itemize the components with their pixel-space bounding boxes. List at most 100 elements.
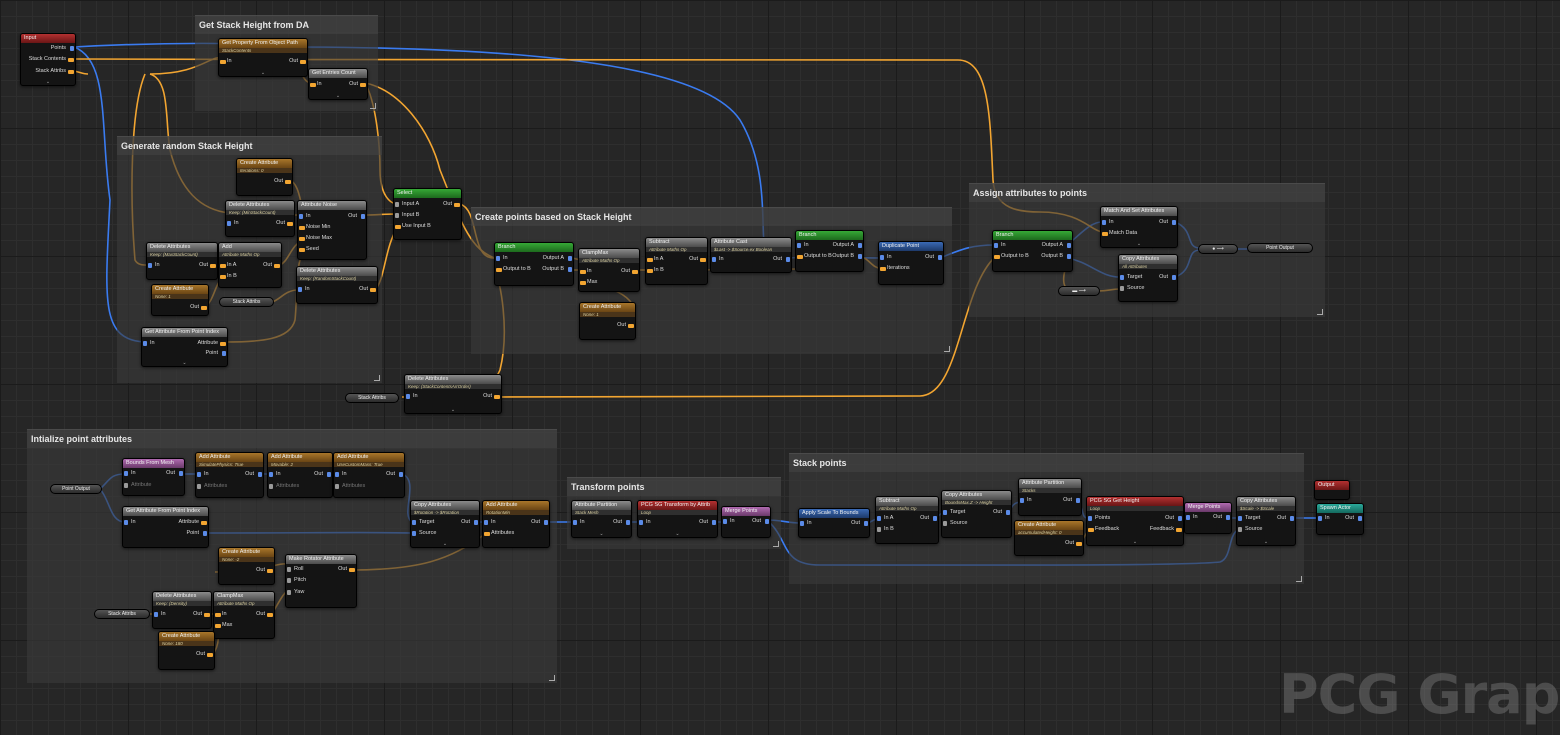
pin-in[interactable]: In bbox=[483, 519, 496, 526]
pin-attribute[interactable]: Attribute bbox=[123, 482, 151, 489]
pin-out[interactable]: Out bbox=[1213, 514, 1231, 521]
pin-target[interactable]: Target bbox=[1237, 515, 1260, 522]
create-attribute-node[interactable]: Create Attribute accumulatedHeight: 0 Ou… bbox=[1014, 520, 1084, 556]
pin-out[interactable]: Out bbox=[531, 519, 549, 526]
pin-source[interactable]: Source bbox=[942, 520, 967, 527]
chevron-down-icon[interactable]: ⌄ bbox=[45, 79, 51, 85]
pin-out[interactable]: Out bbox=[617, 322, 635, 329]
pin-in[interactable]: In bbox=[1185, 514, 1198, 521]
pin-output-b[interactable]: Output B bbox=[1041, 253, 1072, 260]
pin-out[interactable]: Out bbox=[483, 393, 501, 400]
pin-out[interactable]: Out bbox=[773, 256, 791, 263]
select-node[interactable]: Select Input A Out Input B Use Input B bbox=[393, 188, 462, 240]
pin-point[interactable]: Point bbox=[205, 350, 227, 357]
pin-in-b[interactable]: In B bbox=[876, 526, 894, 533]
pin-in[interactable]: In bbox=[196, 471, 209, 478]
pin-output-to-b[interactable]: Output to B bbox=[495, 266, 531, 273]
get-attribute-from-point-index-node[interactable]: Get Attribute From Point Index In Attrib… bbox=[141, 327, 228, 367]
branch-node[interactable]: Branch In Output A Output to B Output B bbox=[992, 230, 1073, 272]
subtract-node[interactable]: Subtract Attribute Maths Op In A Out In … bbox=[645, 237, 708, 285]
pin-feedback[interactable]: Feedback bbox=[1087, 526, 1119, 533]
delete-attributes-node[interactable]: Delete Attributes Keep: (MaxStackCount) … bbox=[146, 242, 218, 280]
subtract-node[interactable]: Subtract Attribute Maths Op In A Out In … bbox=[875, 496, 939, 544]
pin-output-to-b[interactable]: Output to B bbox=[993, 253, 1029, 260]
pin-target[interactable]: Target bbox=[411, 519, 434, 526]
merge-points-node[interactable]: Merge Points In Out bbox=[1184, 502, 1232, 534]
pin-out[interactable]: Out bbox=[199, 262, 217, 269]
pin-seed[interactable]: Seed bbox=[298, 246, 319, 253]
pin-attributes[interactable]: Attributes bbox=[483, 530, 514, 537]
attribute-cast-node[interactable]: Attribute Cast $Last -> $Source.ex Boole… bbox=[710, 237, 792, 273]
get-property-node[interactable]: Get Property From Object Path StackConte… bbox=[218, 38, 308, 77]
comment-box[interactable]: Stack points bbox=[789, 453, 1304, 584]
pin-in-b[interactable]: In B bbox=[646, 267, 664, 274]
pin-in[interactable]: In bbox=[268, 471, 281, 478]
pin-out[interactable]: Out bbox=[689, 256, 707, 263]
delete-attributes-node[interactable]: Delete Attributes Keep: (Density) In Out bbox=[152, 591, 212, 629]
stack-attribs-reroute[interactable]: Stack Attribs bbox=[94, 609, 150, 619]
pin-in[interactable]: In bbox=[495, 255, 508, 262]
pin-out[interactable]: Out bbox=[752, 518, 770, 525]
branch-node[interactable]: Branch In Output A Output to B Output B bbox=[795, 230, 864, 272]
pin-out[interactable]: Out bbox=[621, 268, 639, 275]
pin-output-a[interactable]: Output A bbox=[543, 255, 573, 262]
pin-in[interactable]: In bbox=[298, 213, 311, 220]
delete-attributes-node[interactable]: Delete Attributes Keep: (RandomStackCoun… bbox=[296, 266, 378, 304]
pin-out[interactable]: Out bbox=[1277, 515, 1295, 522]
pin-in[interactable]: In bbox=[579, 268, 592, 275]
create-attribute-node[interactable]: Create Attribute None: 1 Out bbox=[151, 284, 209, 316]
pin-output-to-b[interactable]: Output to B bbox=[796, 253, 832, 260]
pin-out[interactable]: Out bbox=[1065, 540, 1083, 547]
copy-attributes-node[interactable]: Copy Attributes All Attributes Target Ou… bbox=[1118, 254, 1178, 302]
pin-point[interactable]: Point bbox=[186, 530, 208, 537]
match-and-set-attributes-node[interactable]: Match And Set Attributes In Out Match Da… bbox=[1100, 206, 1178, 248]
create-attribute-node[interactable]: Create Attribute None: 180 Out bbox=[158, 631, 215, 670]
pin-source[interactable]: Source bbox=[1119, 285, 1144, 292]
pin-in[interactable]: In bbox=[297, 286, 310, 293]
make-rotator-attribute-node[interactable]: Make Rotator Attribute Roll Out Pitch Ya… bbox=[285, 554, 357, 608]
pin-output-a[interactable]: Output A bbox=[833, 242, 863, 249]
reroute-arrow-icon[interactable]: ● ⟶ bbox=[1198, 244, 1238, 254]
pin-out[interactable]: Out bbox=[274, 178, 292, 185]
pin-in[interactable]: In bbox=[309, 81, 322, 88]
pin-in[interactable]: In bbox=[711, 256, 724, 263]
pin-out[interactable]: Out bbox=[349, 81, 367, 88]
pin-in[interactable]: In bbox=[219, 58, 232, 65]
create-attribute-node[interactable]: Create Attribute Iterations: 0 Out bbox=[236, 158, 293, 196]
pin-output-a[interactable]: Output A bbox=[1042, 242, 1072, 249]
pin-in[interactable]: In bbox=[123, 519, 136, 526]
pin-input-a[interactable]: Input A bbox=[394, 201, 419, 208]
chevron-down-icon[interactable]: ⌄ bbox=[260, 70, 266, 76]
pin-out[interactable]: Out bbox=[1165, 515, 1183, 522]
pin-max[interactable]: Max bbox=[214, 622, 232, 629]
duplicate-point-node[interactable]: Duplicate Point In Out Iterations bbox=[878, 241, 944, 285]
pin-in[interactable]: In bbox=[153, 611, 166, 618]
pin-out[interactable]: Out bbox=[1345, 515, 1363, 522]
attribute-partition-node[interactable]: Attribute Partition Stack Mesh In Out ⌄ bbox=[571, 500, 632, 538]
pin-out[interactable]: Out bbox=[386, 471, 404, 478]
clampmax-node[interactable]: ClampMax Attribute Maths Op In Out Max bbox=[213, 591, 275, 639]
pin-in[interactable]: In bbox=[123, 470, 136, 477]
pin-in[interactable]: In bbox=[214, 611, 227, 618]
pin-out[interactable]: Out bbox=[190, 304, 208, 311]
pin-out[interactable]: Out bbox=[256, 567, 274, 574]
pin-in[interactable]: In bbox=[796, 242, 809, 249]
pcg-subgraph-get-height-node[interactable]: PCG SG Get Height Loop Points Out Feedba… bbox=[1086, 496, 1184, 546]
pin-use-input-b[interactable]: Use Input B bbox=[394, 223, 431, 230]
chevron-down-icon[interactable]: ⌄ bbox=[450, 407, 456, 413]
chevron-down-icon[interactable]: ⌄ bbox=[675, 531, 680, 537]
resize-grip-icon[interactable] bbox=[370, 103, 376, 109]
copy-attributes-node[interactable]: Copy Attributes BoundsMax.Z -> Height Ta… bbox=[941, 490, 1012, 538]
copy-attributes-node[interactable]: Copy Attributes $Scale -> $Scale Target … bbox=[1236, 496, 1296, 546]
pin-out[interactable]: Out bbox=[196, 651, 214, 658]
pin-roll[interactable]: Roll bbox=[286, 566, 303, 573]
pin-in[interactable]: In bbox=[226, 220, 239, 227]
pin-feedback-out[interactable]: Feedback bbox=[1150, 526, 1183, 533]
pin-in[interactable]: In bbox=[993, 242, 1006, 249]
pin-out[interactable]: Out bbox=[193, 611, 211, 618]
pin-in[interactable]: In bbox=[1019, 497, 1032, 504]
pin-out[interactable]: Out bbox=[1159, 219, 1177, 226]
input-node[interactable]: Input Points Stack Contents Stack Attrib… bbox=[20, 33, 76, 86]
attribute-partition-node[interactable]: Attribute Partition Stacks In Out bbox=[1018, 478, 1082, 516]
spawn-actor-node[interactable]: Spawn Actor In Out bbox=[1316, 503, 1364, 535]
